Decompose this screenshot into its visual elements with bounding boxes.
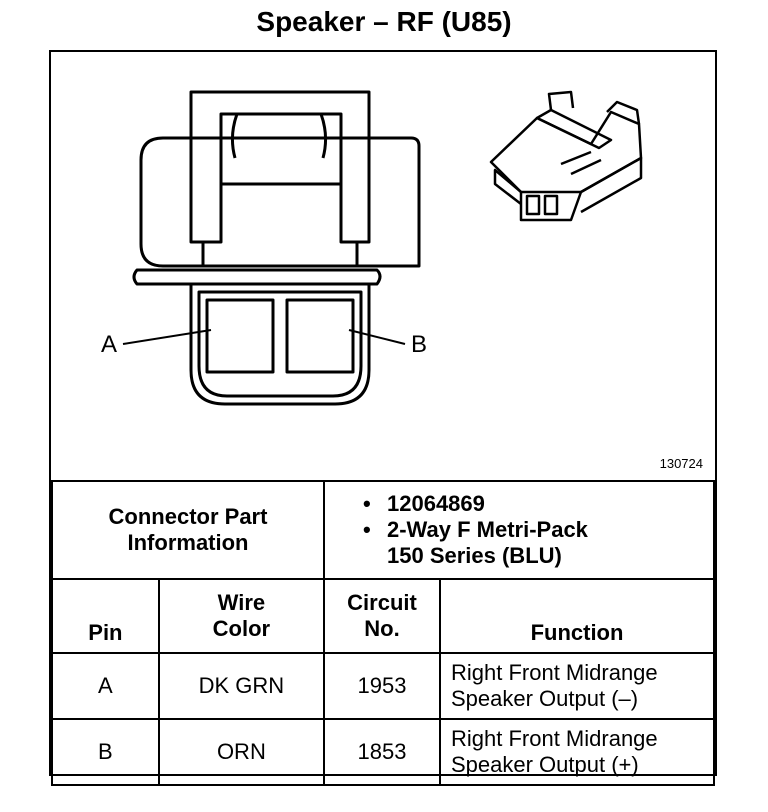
cavity-a [205,298,275,374]
connector-series: 150 Series (BLU) [387,543,562,568]
pin-label-a: A [101,331,117,358]
row-function: Right Front Midrange Speaker Output (+) [439,718,715,786]
figure-number: 130724 [659,456,703,471]
row-circuit: 1853 [323,718,441,786]
connector-diagram: A B [101,90,643,406]
table-header-row: Pin Wire Color Circuit No. Function [51,578,715,654]
header-wire-color: Wire Color [157,578,326,654]
row-pin: A [51,652,160,720]
row-wire-color: DK GRN [157,652,326,720]
table-row: B ORN 1853 Right Front Midrange Speaker … [51,718,715,786]
header-function: Function [439,578,715,654]
pin-label-b: B [411,331,427,358]
connector-part-label: Connector Part Information [51,480,325,580]
connector-part-values: • 12064869 • 2-Way F Metri-Pack 150 Seri… [323,480,715,580]
table-row: A DK GRN 1953 Right Front Midrange Speak… [51,652,715,720]
connector-part-row: Connector Part Information • 12064869 • … [51,480,715,580]
leader-b [348,329,406,345]
row-wire-color: ORN [157,718,326,786]
cavity-b [285,298,355,374]
header-circuit: Circuit No. [323,578,441,654]
lock-bar [132,268,382,286]
row-function: Right Front Midrange Speaker Output (–) [439,652,715,720]
connector-info-table: Connector Part Information • 12064869 • … [51,480,715,786]
part-number: • 12064869 [363,491,485,516]
connector-frame: A B 130724 Connector Part Information • … [49,50,717,786]
connector-iso-view [489,90,643,222]
connector-housing [139,136,421,268]
page-title: Speaker – RF (U85) [256,6,512,37]
connector-type: • 2-Way F Metri-Pack [363,517,588,542]
row-circuit: 1953 [323,652,441,720]
header-pin: Pin [51,578,160,654]
mating-face [189,282,371,406]
leader-a [122,329,212,345]
row-pin: B [51,718,160,786]
